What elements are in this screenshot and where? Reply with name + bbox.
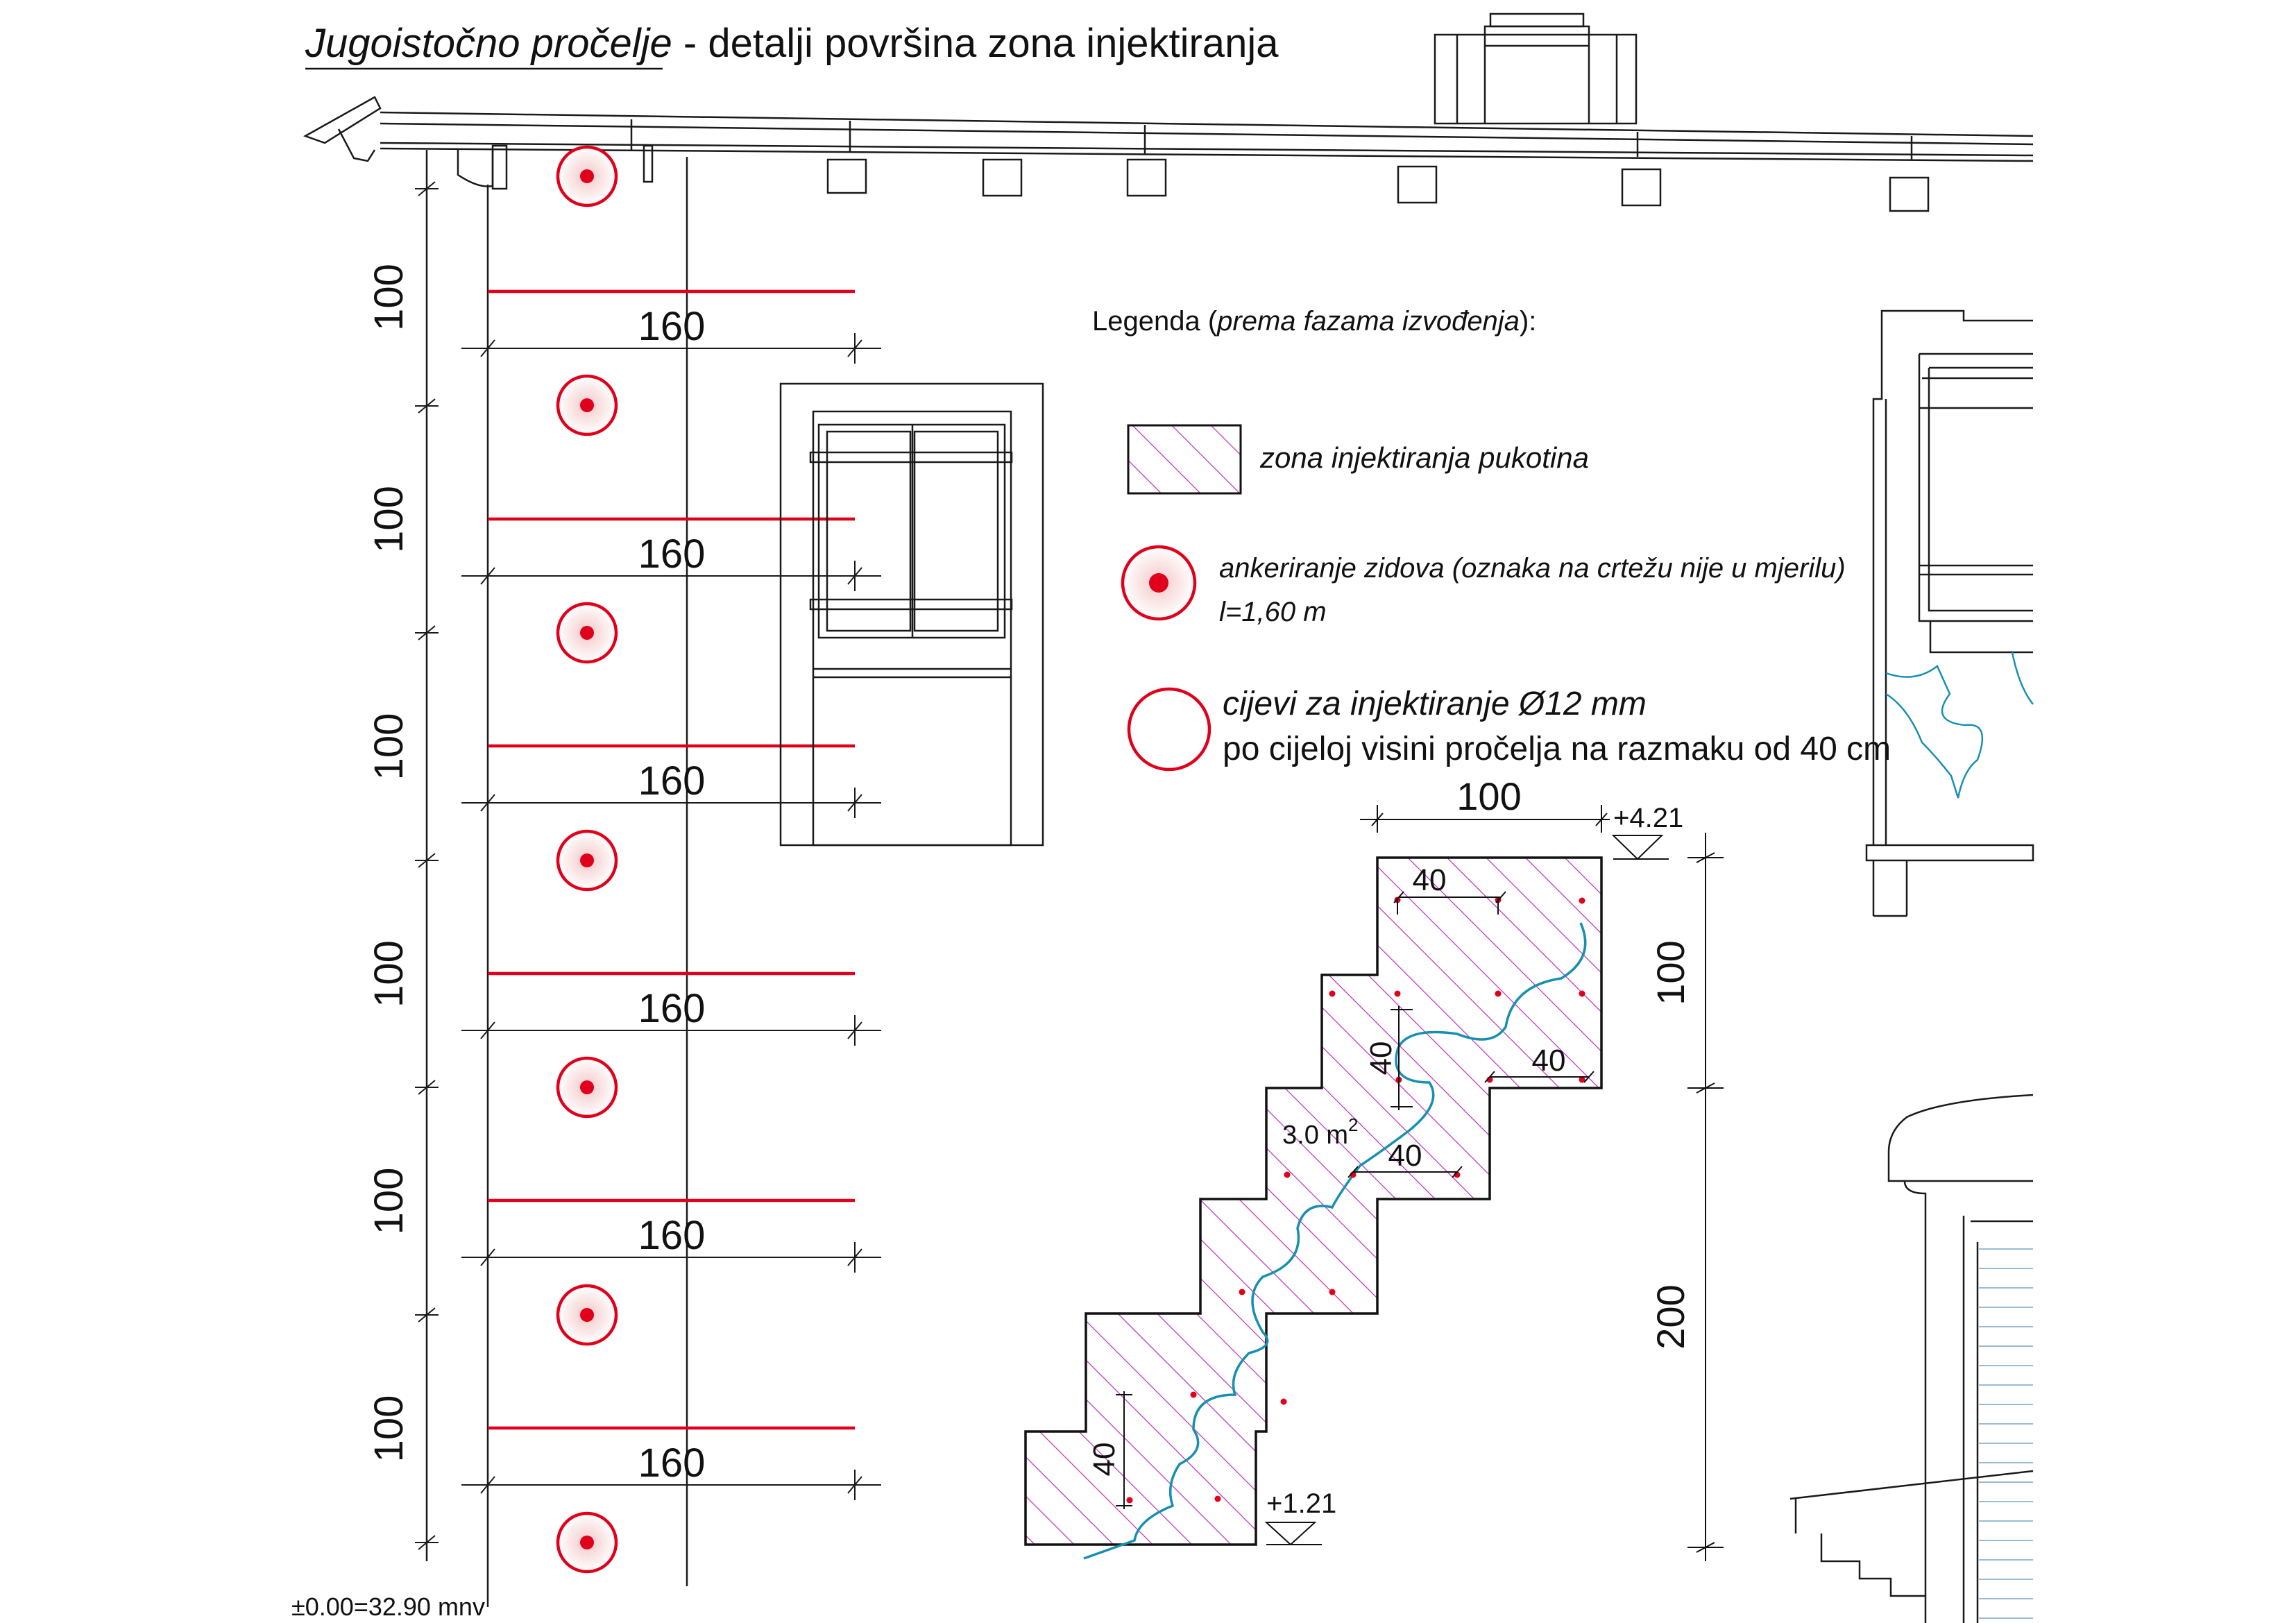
- anchor-symbol: [556, 145, 618, 207]
- zone-outline: [1024, 856, 1603, 1546]
- horizontal-dim-label: 160: [638, 758, 706, 804]
- horizontal-dim-label: 160: [638, 1213, 706, 1258]
- injection-point: [1579, 990, 1585, 997]
- datum-label: ±0.00=32.90 mnv: [291, 1592, 485, 1621]
- injection-point: [1579, 897, 1585, 904]
- legend-anchor-line2: l=1,60 m: [1219, 597, 1327, 627]
- injection-point: [1329, 990, 1336, 997]
- spacing-dim-top: 40: [1413, 863, 1447, 897]
- anchor-column: [556, 145, 618, 1574]
- level-top: +4.21: [1611, 803, 1683, 860]
- zone-area: 3.0 m2: [1282, 1114, 1359, 1150]
- band-dim-slash: [480, 1021, 862, 1039]
- zone-right-dims: [1687, 833, 1724, 1561]
- dim-tick-slash: [418, 1307, 436, 1323]
- level-bottom-label: +1.21: [1266, 1488, 1336, 1519]
- injection-point: [1579, 1076, 1585, 1083]
- vertical-dim-label: 100: [366, 940, 411, 1008]
- anchor-symbol: [556, 1511, 618, 1574]
- horizontal-dim-label: 160: [638, 304, 706, 349]
- anchor-bands: 160 160 160 160 160 160: [461, 289, 881, 1500]
- dim-tick-slash: [418, 853, 436, 868]
- siding-lines: [1979, 1248, 2033, 1619]
- anchor-symbol: [556, 374, 618, 436]
- spacing-dim-bottom: 40: [1087, 1443, 1121, 1477]
- zone-top-dim: [1360, 805, 1610, 833]
- legend-heading: Legenda (prema fazama izvođenja):: [1092, 306, 1536, 337]
- band-dim-slash: [480, 794, 862, 812]
- anchor-symbol: [556, 602, 618, 664]
- vertical-dim-label: 100: [366, 1395, 411, 1463]
- right-crack: [1885, 665, 1984, 799]
- legend: Legenda (prema fazama izvođenja): zona i…: [1092, 306, 1891, 772]
- dim-tick-slash: [418, 398, 436, 414]
- spacing-dim-mid: 40: [1388, 1139, 1422, 1173]
- level-bottom: +1.21: [1264, 1488, 1336, 1546]
- band-dim-slash: [480, 1248, 862, 1266]
- vertical-dimension-chain: 100 100 100 100 100 100: [366, 173, 439, 1561]
- roof-cornice: [303, 12, 2034, 212]
- zone-right-dim-upper: 100: [1649, 940, 1692, 1005]
- dim-tick-slash: [418, 181, 436, 196]
- crack-line: [1083, 922, 1587, 1560]
- injection-point: [1126, 1497, 1133, 1504]
- anchor-symbol: [556, 829, 618, 892]
- band-dim-slash: [480, 339, 862, 357]
- spacing-dim-right: 40: [1532, 1044, 1566, 1078]
- zone-right-dim-lower: 200: [1649, 1284, 1692, 1349]
- drawing-title: Jugoistočno pročelje - detalji površina …: [305, 21, 1279, 70]
- dim-tick-slash: [418, 1080, 436, 1095]
- level-top-label: +4.21: [1613, 803, 1683, 833]
- injection-point: [1214, 1495, 1221, 1502]
- title-main: Jugoistočno pročelje: [305, 21, 672, 66]
- vertical-dim-label: 100: [366, 1168, 411, 1235]
- legend-anchor-line1: ankeriranje zidova (oznaka na crtežu nij…: [1219, 553, 1846, 584]
- legend-pipe-symbol: [1127, 687, 1211, 772]
- anchor-symbol: [556, 1284, 618, 1346]
- vertical-dim-label: 100: [366, 486, 411, 553]
- injection-zone: 40 40 40 40 40 3.0 m2: [1024, 856, 1603, 1560]
- title-rest: - detalji površina zona injektiranja: [672, 21, 1279, 66]
- vertical-dim-label: 100: [366, 713, 411, 781]
- band-dim-slash: [480, 1476, 862, 1494]
- legend-pipe-line1: cijevi za injektiranje Ø12 mm: [1223, 686, 1647, 722]
- left-wall: [425, 150, 688, 1607]
- injection-point: [1239, 1289, 1245, 1295]
- svg-text:Jugoistočno pročelje - detalji: Jugoistočno pročelje - detalji površina …: [305, 21, 1279, 66]
- band-dim-slash: [480, 567, 862, 585]
- injection-point: [1495, 990, 1502, 997]
- injection-point: [1280, 1398, 1287, 1405]
- legend-anchor-symbol: [1121, 545, 1197, 621]
- injection-point: [1329, 1289, 1336, 1295]
- injection-point: [1190, 1391, 1197, 1398]
- zone-inner-dims: [1116, 891, 1595, 1509]
- anchor-symbol: [556, 1056, 618, 1119]
- window: [779, 382, 1044, 847]
- vertical-dim-label: 100: [366, 264, 411, 331]
- legend-zone-label: zona injektiranja pukotina: [1259, 441, 1589, 474]
- right-building: [1789, 309, 2034, 1623]
- horizontal-dim-label: 160: [638, 1441, 706, 1486]
- dim-tick-slash: [418, 1535, 436, 1550]
- right-crack-2: [2011, 652, 2034, 705]
- zone-top-width: 100: [1456, 774, 1521, 818]
- injection-point: [1284, 1171, 1291, 1178]
- horizontal-dim-label: 160: [638, 532, 706, 577]
- horizontal-dim-label: 160: [638, 986, 706, 1031]
- dim-tick-slash: [418, 625, 436, 640]
- injection-point: [1394, 990, 1401, 997]
- spacing-dim-vertical: 40: [1364, 1042, 1398, 1076]
- injection-points: [1126, 897, 1585, 1504]
- legend-pipe-line2: po cijeloj visini pročelja na razmaku od…: [1223, 731, 1891, 767]
- legend-zone-swatch: [1127, 424, 1242, 495]
